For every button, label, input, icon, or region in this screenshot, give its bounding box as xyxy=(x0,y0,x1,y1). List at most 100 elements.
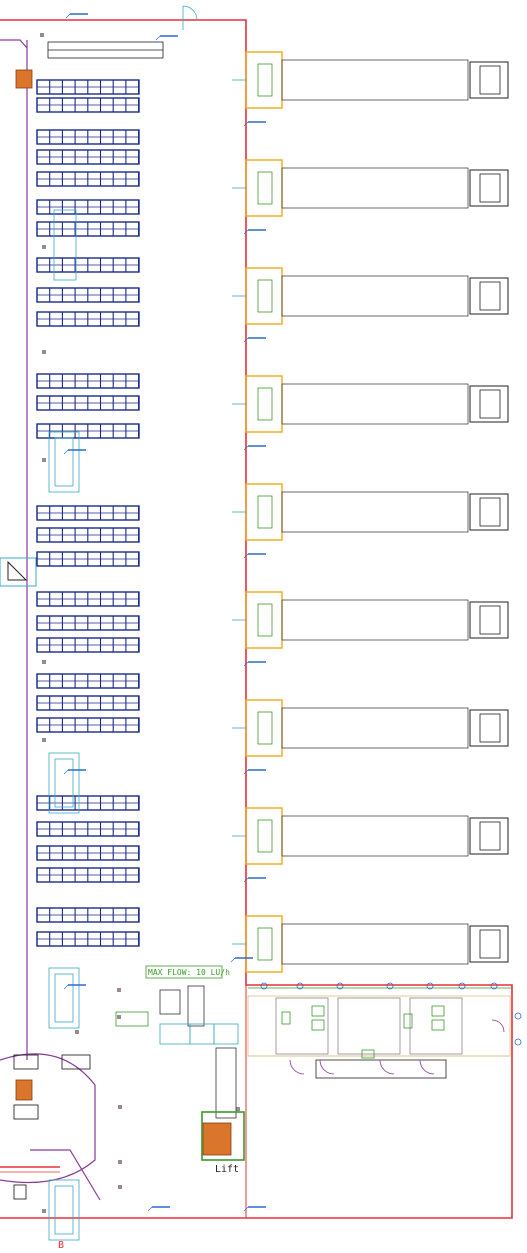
column xyxy=(118,1185,122,1189)
trailer xyxy=(281,491,509,533)
trailer xyxy=(281,815,509,857)
max-flow-label-box: MAX FLOW: 10 LU/h xyxy=(145,965,230,979)
dock-door-4 xyxy=(232,375,283,433)
dock-seal xyxy=(257,387,273,421)
tag-leader xyxy=(243,553,249,559)
zone-tags xyxy=(63,13,266,1212)
dock-leveler xyxy=(245,267,283,325)
truck-cab-window xyxy=(479,713,501,743)
tag-leader xyxy=(243,337,249,343)
dock-leveler xyxy=(245,483,283,541)
tag-leader xyxy=(243,1206,249,1212)
column xyxy=(42,350,46,354)
column xyxy=(117,1015,121,1019)
column xyxy=(118,1105,122,1109)
trailer-body xyxy=(281,707,469,749)
truck-cab-window xyxy=(479,65,501,95)
dock-leveler xyxy=(245,699,283,757)
tag-leader xyxy=(243,769,249,775)
work-benches xyxy=(13,1054,91,1200)
tag-leader xyxy=(63,449,69,455)
tag-leader xyxy=(243,121,249,127)
dock-seal xyxy=(257,495,273,529)
lift-label: Lift xyxy=(215,1164,239,1175)
rack-row xyxy=(36,97,140,113)
rack-row xyxy=(36,129,140,145)
agv-stations xyxy=(15,69,232,1156)
trailer xyxy=(281,59,509,101)
dock-doors xyxy=(232,51,283,973)
conveyor-system xyxy=(115,985,239,1119)
office-lights xyxy=(260,982,522,1046)
truck-cab xyxy=(469,61,509,99)
building-columns xyxy=(40,33,240,1213)
rack-row xyxy=(36,795,140,811)
trailer-body xyxy=(281,815,469,857)
rack-row xyxy=(36,907,140,923)
trailer xyxy=(281,599,509,641)
rack-row xyxy=(36,695,140,711)
rack-row xyxy=(36,591,140,607)
rack-row xyxy=(36,311,140,327)
dock-seal xyxy=(257,819,273,853)
column xyxy=(236,1107,240,1111)
rack-blocks xyxy=(36,79,140,947)
rack-row xyxy=(36,637,140,653)
side-exit-door xyxy=(0,557,37,587)
tag-leader xyxy=(243,445,249,451)
rack-row xyxy=(36,199,140,215)
column xyxy=(40,33,44,37)
column xyxy=(42,738,46,742)
dock-door-5 xyxy=(232,483,283,541)
rack-row xyxy=(36,395,140,411)
column xyxy=(42,660,46,664)
rack-row xyxy=(36,257,140,273)
dock-door-1 xyxy=(232,51,283,109)
rack-row xyxy=(36,505,140,521)
truck-cab-window xyxy=(479,281,501,311)
dock-seal xyxy=(257,927,273,961)
trailer-body xyxy=(281,599,469,641)
truck-cab-window xyxy=(479,173,501,203)
truck-cab-window xyxy=(479,821,501,851)
dock-door-8 xyxy=(232,807,283,865)
rack-row xyxy=(36,149,140,165)
trailer-body xyxy=(281,491,469,533)
rack-row xyxy=(36,79,140,95)
max-flow-label: MAX FLOW: 10 LU/h xyxy=(148,968,230,977)
dock-door-2 xyxy=(232,159,283,217)
dock-seal xyxy=(257,63,273,97)
rack-row xyxy=(36,717,140,733)
tag-leader xyxy=(65,13,71,19)
trailer xyxy=(281,383,509,425)
zone-b-label: B xyxy=(58,1240,64,1249)
dock-seal xyxy=(257,711,273,745)
rack-row xyxy=(36,287,140,303)
rack-row xyxy=(36,171,140,187)
rack-row xyxy=(36,821,140,837)
column xyxy=(118,1160,122,1164)
truck-cab-window xyxy=(479,389,501,419)
rack-row xyxy=(36,527,140,543)
office-doors xyxy=(289,1019,505,1075)
column xyxy=(42,245,46,249)
dock-door-3 xyxy=(232,267,283,325)
tag-leader xyxy=(155,35,161,41)
rack-row xyxy=(36,673,140,689)
dock-seal xyxy=(257,171,273,205)
main-wall-outline xyxy=(0,19,513,1219)
tag-leader xyxy=(230,957,236,963)
fire-zones xyxy=(48,209,80,1241)
trailers xyxy=(281,59,509,965)
trailer-body xyxy=(281,59,469,101)
building-walls xyxy=(0,19,513,1219)
rack-row xyxy=(36,221,140,237)
column xyxy=(75,1030,79,1034)
dock-leveler xyxy=(245,807,283,865)
rack-row xyxy=(36,931,140,947)
rack-row xyxy=(36,615,140,631)
dock-leveler xyxy=(245,159,283,217)
truck-cab xyxy=(469,277,509,315)
